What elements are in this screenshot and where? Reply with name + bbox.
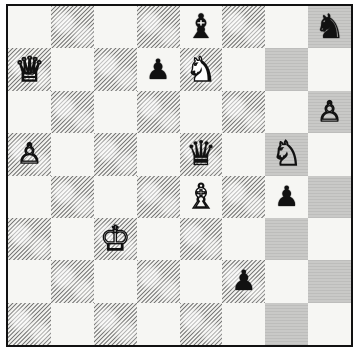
square-h4[interactable] — [308, 176, 351, 218]
square-f2[interactable]: ♟ — [222, 260, 265, 302]
black-piece-e8[interactable]: ♝ — [186, 10, 216, 44]
square-d6[interactable] — [137, 91, 180, 133]
square-b2[interactable] — [51, 260, 94, 302]
black-piece-f2[interactable]: ♟ — [231, 267, 256, 295]
white-piece-a5[interactable]: ♙ — [17, 140, 42, 168]
black-piece-h8[interactable]: ♞ — [314, 10, 344, 44]
square-e2[interactable] — [180, 260, 223, 302]
square-d2[interactable] — [137, 260, 180, 302]
square-d8[interactable] — [137, 6, 180, 48]
square-f7[interactable] — [222, 48, 265, 90]
square-b4[interactable] — [51, 176, 94, 218]
square-a3[interactable] — [8, 218, 51, 260]
square-b7[interactable] — [51, 48, 94, 90]
white-piece-g5[interactable]: ♘ — [271, 137, 301, 171]
square-e1[interactable] — [180, 303, 223, 345]
square-a8[interactable] — [8, 6, 51, 48]
square-d1[interactable] — [137, 303, 180, 345]
square-a7[interactable]: ♕ — [8, 48, 51, 90]
square-f5[interactable] — [222, 133, 265, 175]
square-h1[interactable] — [308, 303, 351, 345]
square-c6[interactable] — [94, 91, 137, 133]
square-e4[interactable]: ♗ — [180, 176, 223, 218]
square-a4[interactable] — [8, 176, 51, 218]
square-a6[interactable] — [8, 91, 51, 133]
square-d5[interactable] — [137, 133, 180, 175]
square-g1[interactable] — [265, 303, 308, 345]
square-b3[interactable] — [51, 218, 94, 260]
square-e6[interactable] — [180, 91, 223, 133]
square-e8[interactable]: ♝ — [180, 6, 223, 48]
square-a5[interactable]: ♙ — [8, 133, 51, 175]
square-c3[interactable]: ♔ — [94, 218, 137, 260]
square-b8[interactable] — [51, 6, 94, 48]
square-c2[interactable] — [94, 260, 137, 302]
black-piece-g4[interactable]: ♟ — [274, 183, 299, 211]
square-e3[interactable] — [180, 218, 223, 260]
square-g7[interactable] — [265, 48, 308, 90]
white-piece-e4[interactable]: ♗ — [186, 180, 216, 214]
square-f3[interactable] — [222, 218, 265, 260]
square-h2[interactable] — [308, 260, 351, 302]
square-d3[interactable] — [137, 218, 180, 260]
black-piece-d7[interactable]: ♟ — [146, 56, 171, 84]
square-a1[interactable] — [8, 303, 51, 345]
white-piece-h6[interactable]: ♙ — [317, 98, 342, 126]
square-d4[interactable] — [137, 176, 180, 218]
black-piece-e5[interactable]: ♛ — [186, 137, 216, 171]
square-h3[interactable] — [308, 218, 351, 260]
square-f1[interactable] — [222, 303, 265, 345]
square-c1[interactable] — [94, 303, 137, 345]
square-f8[interactable] — [222, 6, 265, 48]
square-h6[interactable]: ♙ — [308, 91, 351, 133]
white-piece-e7[interactable]: ♞ — [186, 53, 216, 87]
square-h8[interactable]: ♞ — [308, 6, 351, 48]
square-c8[interactable] — [94, 6, 137, 48]
square-e5[interactable]: ♛ — [180, 133, 223, 175]
square-b5[interactable] — [51, 133, 94, 175]
square-g5[interactable]: ♘ — [265, 133, 308, 175]
square-a2[interactable] — [8, 260, 51, 302]
square-d7[interactable]: ♟ — [137, 48, 180, 90]
square-g3[interactable] — [265, 218, 308, 260]
square-f6[interactable] — [222, 91, 265, 133]
square-g8[interactable] — [265, 6, 308, 48]
square-g6[interactable] — [265, 91, 308, 133]
chess-board[interactable]: ♝ ♞ ♕ ♟ ♞ ♙ ♙ ♛ ♘ ♗ ♟ ♔ ♟ — [8, 6, 351, 345]
white-piece-a7[interactable]: ♕ — [14, 53, 44, 87]
square-c5[interactable] — [94, 133, 137, 175]
square-c4[interactable] — [94, 176, 137, 218]
square-h5[interactable] — [308, 133, 351, 175]
square-e7[interactable]: ♞ — [180, 48, 223, 90]
square-f4[interactable] — [222, 176, 265, 218]
square-b6[interactable] — [51, 91, 94, 133]
square-b1[interactable] — [51, 303, 94, 345]
square-g2[interactable] — [265, 260, 308, 302]
white-piece-c3[interactable]: ♔ — [100, 222, 130, 256]
square-h7[interactable] — [308, 48, 351, 90]
square-g4[interactable]: ♟ — [265, 176, 308, 218]
square-c7[interactable] — [94, 48, 137, 90]
chess-board-frame: ♝ ♞ ♕ ♟ ♞ ♙ ♙ ♛ ♘ ♗ ♟ ♔ ♟ — [6, 4, 353, 347]
